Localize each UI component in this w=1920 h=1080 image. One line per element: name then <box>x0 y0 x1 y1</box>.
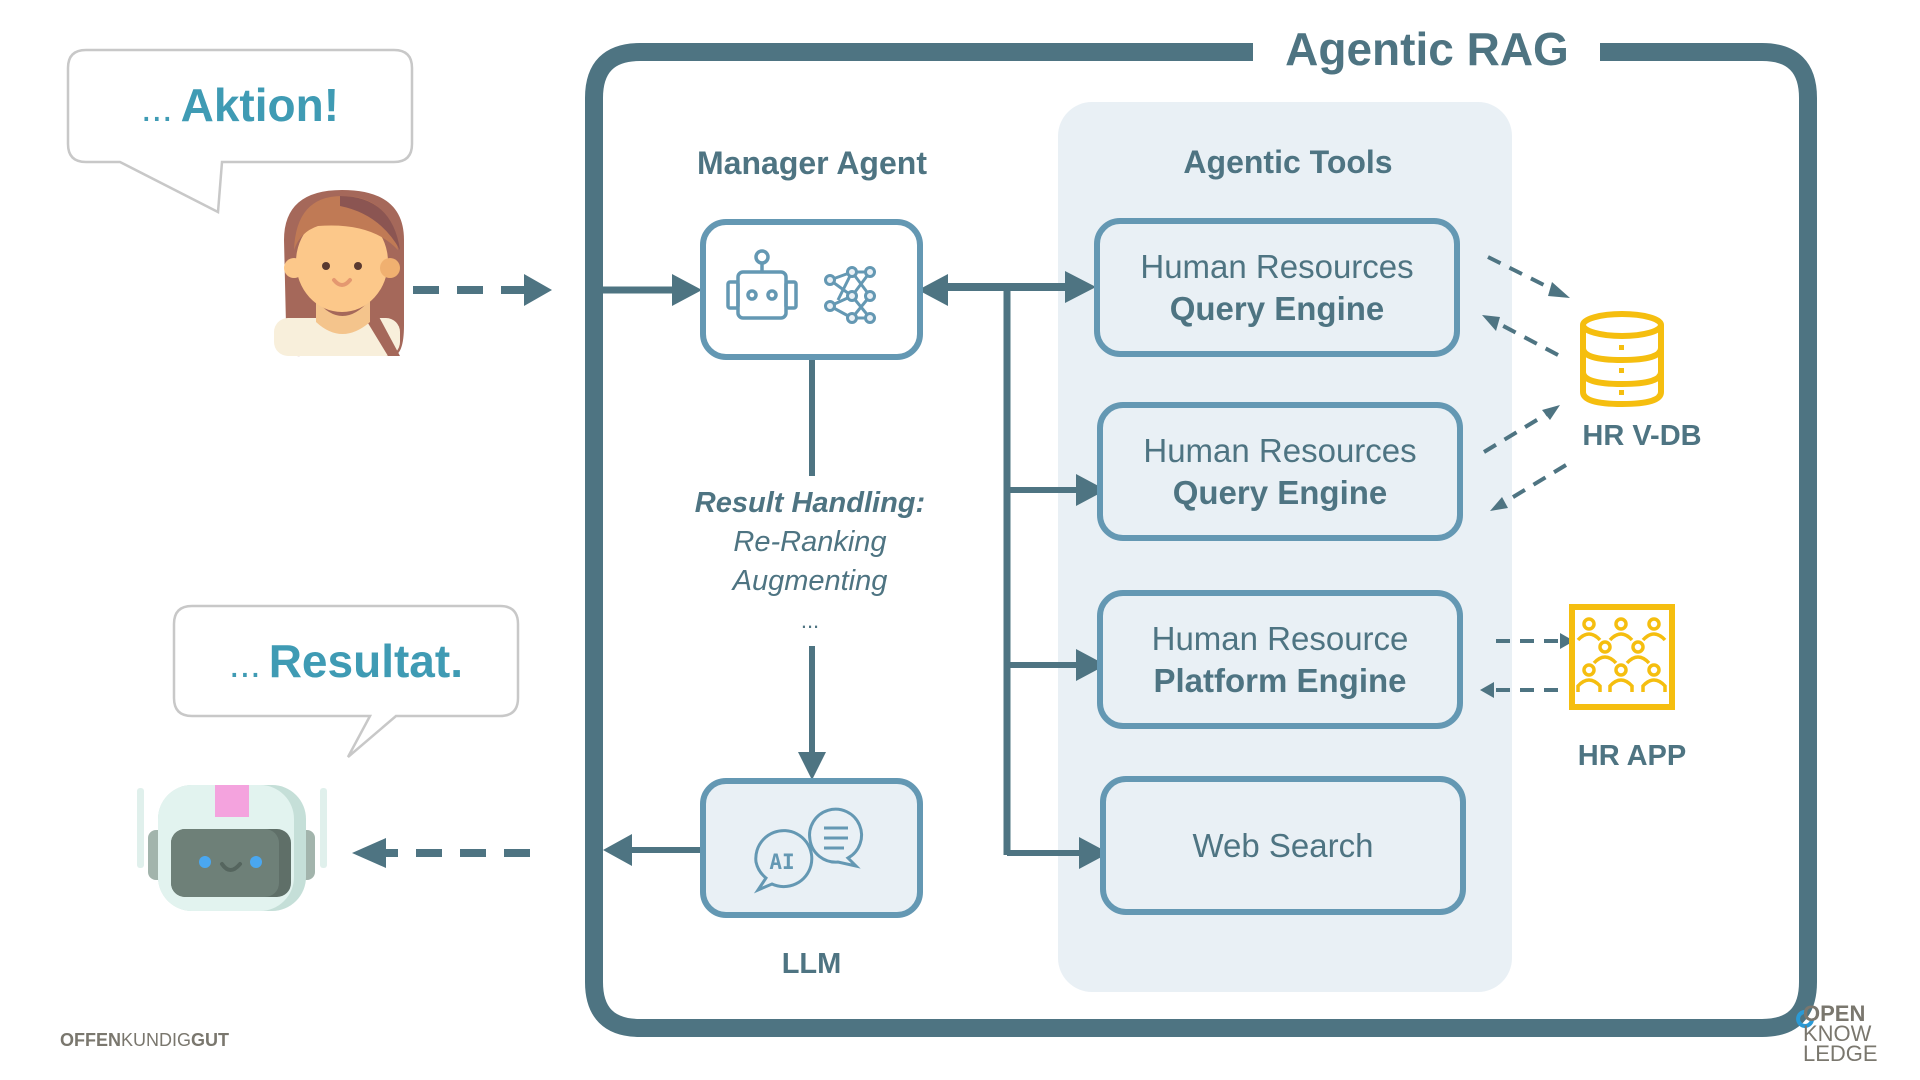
tool-node-hr-query-engine-2[interactable]: Human Resources Query Engine <box>1097 402 1463 541</box>
ai-chat-icon: AI <box>753 807 863 894</box>
manager-agent-label: Manager Agent <box>697 145 927 181</box>
person-row-2 <box>1592 640 1651 665</box>
logo-part-gut: GUT <box>191 1030 230 1050</box>
user-speech-bubble <box>66 48 414 214</box>
user-bubble-prefix: ... <box>140 88 173 130</box>
app-dashed-arrows <box>1494 639 1560 692</box>
manager-agent-node[interactable] <box>700 219 923 360</box>
result-handling-item: ... <box>800 608 820 633</box>
llm-to-frame-arrow <box>603 834 706 866</box>
agentic-rag-frame <box>585 43 1817 1037</box>
ai-icon-text: AI <box>769 850 794 874</box>
tool-line1: Human Resources <box>1143 432 1417 470</box>
tool-line1: Human Resources <box>1140 248 1414 286</box>
llm-label: LLM <box>781 948 842 980</box>
result-handling-heading: Result Handling: <box>694 487 926 519</box>
tool-node-web-search[interactable]: Web Search <box>1100 776 1466 915</box>
user-bubble-label: Aktion! <box>180 79 340 131</box>
logo-part-kundig: KUNDIG <box>121 1030 192 1050</box>
tool-line1: Human Resource <box>1151 620 1409 658</box>
logo-line-open: OPEN <box>1803 1001 1866 1026</box>
tool-line2: Query Engine <box>1169 289 1385 327</box>
manager-to-llm-arrow <box>798 358 826 780</box>
agentic-tools-label: Agentic Tools <box>1183 144 1393 180</box>
diagram-title: Agentic RAG <box>1285 23 1569 75</box>
tool-line1: Web Search <box>1192 826 1374 864</box>
person-row-3 <box>1576 663 1667 692</box>
bot-avatar-icon <box>137 785 327 911</box>
logo-line-ledge: LEDGE <box>1803 1041 1878 1066</box>
manager-tools-bus <box>918 271 1109 869</box>
user-avatar-icon <box>274 190 404 357</box>
result-handling-item: Re-Ranking <box>733 526 887 558</box>
open-knowledge-logo: OPEN KNOW LEDGE <box>1803 1001 1878 1066</box>
offenkundiggut-logo: OFFENKUNDIGGUT <box>60 1030 229 1051</box>
bot-bubble-label: Resultat. <box>268 635 463 687</box>
open-knowledge-logo-mark <box>1796 1009 1814 1028</box>
bot-speech-bubble <box>172 604 520 758</box>
tool-node-hr-platform-engine[interactable]: Human Resource Platform Engine <box>1097 590 1463 729</box>
vdb-dashed-arrows <box>1482 255 1568 507</box>
logo-line-know: KNOW <box>1803 1021 1872 1046</box>
tool-line2: Platform Engine <box>1153 661 1407 699</box>
person-row-1 <box>1576 617 1667 642</box>
hr-app-label: HR APP <box>1577 740 1687 772</box>
tool-line2: Query Engine <box>1172 473 1388 511</box>
user-to-frame-dashed-arrow <box>413 274 552 306</box>
robot-icon <box>726 249 798 320</box>
llm-node[interactable]: AI <box>700 778 923 918</box>
database-icon <box>1580 311 1664 408</box>
neural-network-icon <box>824 266 876 324</box>
bot-bubble-text: ...Resultat. <box>174 634 518 688</box>
hr-vdb-label: HR V-DB <box>1582 420 1702 452</box>
bot-bubble-prefix: ... <box>229 644 261 686</box>
result-handling-item: Augmenting <box>732 565 888 597</box>
tool-node-hr-query-engine-1[interactable]: Human Resources Query Engine <box>1094 218 1460 357</box>
frame-to-bot-dashed-arrow <box>352 838 530 868</box>
result-handling: Result Handling: Re-Ranking Augmenting .… <box>660 484 960 640</box>
logo-part-offen: OFFEN <box>60 1030 121 1050</box>
people-grid-icon <box>1569 604 1675 710</box>
user-bubble-text: ...Aktion! <box>68 78 412 132</box>
frame-to-manager-arrow <box>603 274 702 306</box>
